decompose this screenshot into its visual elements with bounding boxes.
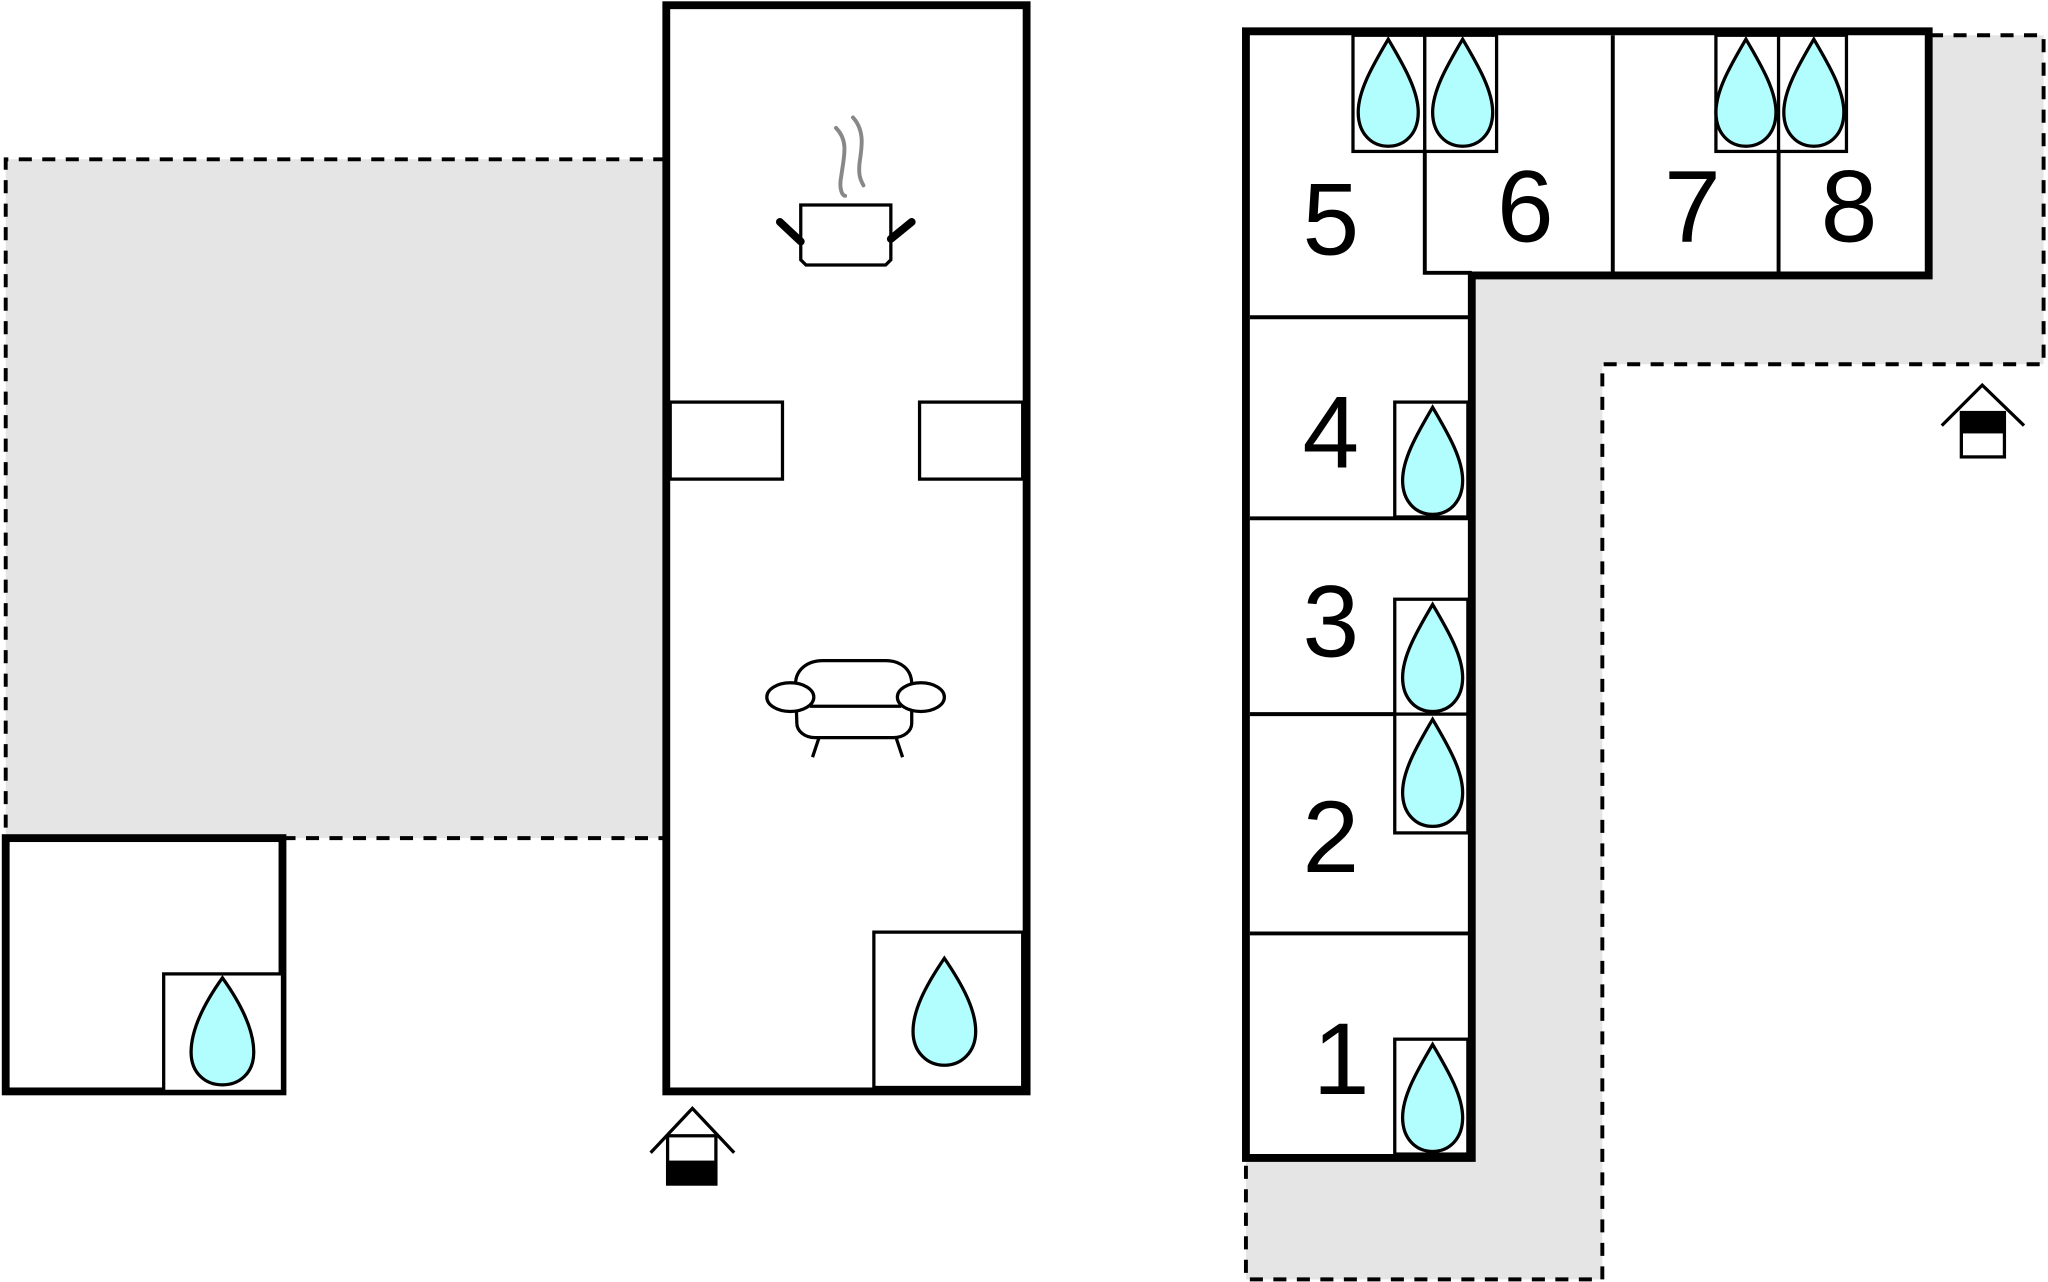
water-drop-icon [911, 955, 978, 1067]
room-label-8: 8 [1821, 150, 1878, 264]
partition-left [668, 400, 785, 481]
room-label-6: 6 [1497, 150, 1554, 264]
sofa-icon [765, 658, 946, 758]
water-drop-icon [1430, 35, 1495, 148]
partition-right [917, 400, 1025, 481]
room-label-3: 3 [1302, 565, 1359, 679]
water-drop-icon [1714, 35, 1778, 148]
room-label-7: 7 [1664, 150, 1721, 264]
left-terrace [3, 157, 667, 841]
water-drop-icon [1400, 404, 1465, 516]
room-label-4: 4 [1302, 375, 1359, 489]
water-drop-icon [1782, 35, 1846, 148]
house-entrance-icon[interactable] [649, 1105, 736, 1186]
room-label-2: 2 [1302, 780, 1359, 894]
main-building [662, 1, 1031, 1096]
cooking-pot-icon [775, 115, 916, 267]
water-drop-icon [1400, 601, 1465, 714]
water-drop-icon [1400, 1041, 1465, 1154]
annex-building [1, 834, 287, 1096]
water-drop-icon [189, 975, 256, 1087]
water-drop-icon [1356, 35, 1420, 148]
room-label-5: 5 [1302, 163, 1359, 277]
right-building: 5 6 7 8 4 3 2 1 [1242, 27, 1933, 1162]
house-entrance-icon[interactable] [1940, 382, 2026, 459]
right-terrace [1243, 33, 2046, 1282]
water-drop-icon [1400, 716, 1465, 829]
room-label-1: 1 [1313, 1002, 1370, 1116]
